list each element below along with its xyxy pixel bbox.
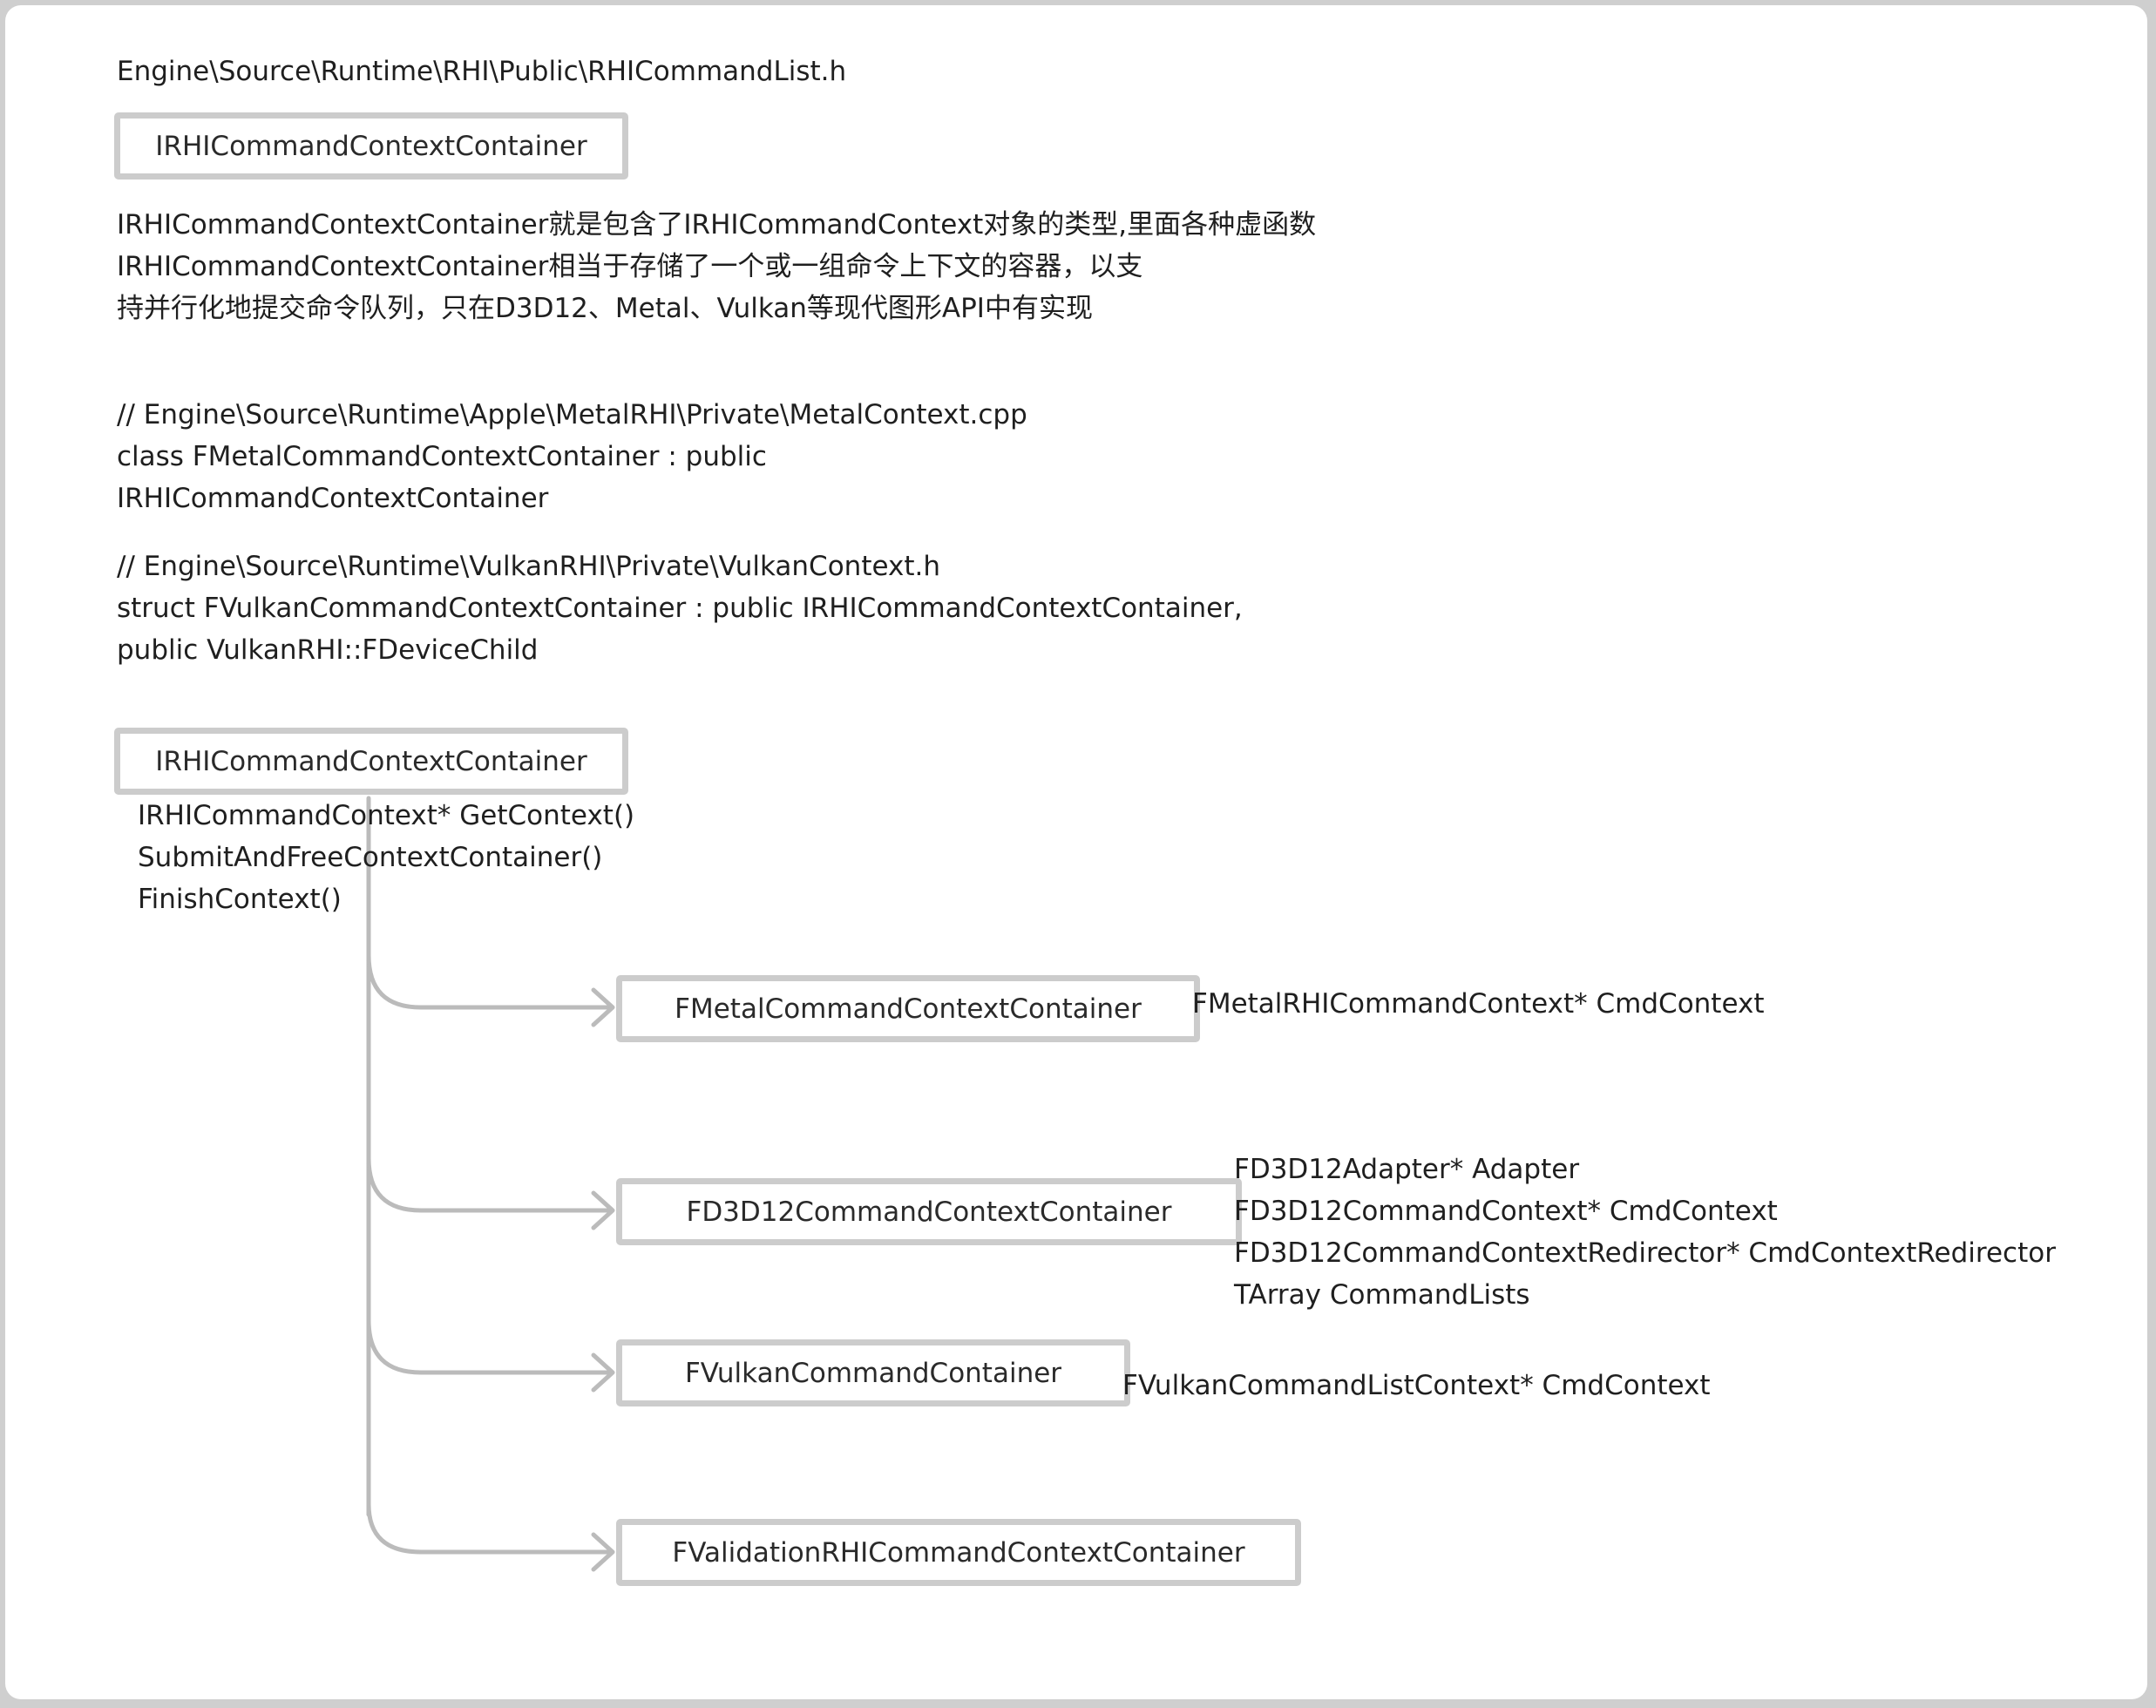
member-line: FMetalRHICommandContext* CmdContext [1192,988,1765,1020]
method-line: FinishContext() [138,884,342,915]
code-line: // Engine\Source\Runtime\Apple\MetalRHI\… [117,399,1027,430]
code-snippet-vulkan: // Engine\Source\Runtime\VulkanRHI\Priva… [117,546,1243,671]
derived-class-box-metal: FMetalCommandContextContainer [616,975,1200,1042]
connector-metal [366,952,614,1010]
connector-d3d12 [366,1156,614,1213]
member-list-vulkan: FVulkanCommandListContext* CmdContext [1122,1365,1711,1406]
code-line: public VulkanRHI::FDeviceChild [117,634,539,666]
code-line: class FMetalCommandContextContainer : pu… [117,441,767,472]
member-line: FD3D12CommandContextRedirector* CmdConte… [1234,1237,2056,1269]
derived-class-box-validation: FValidationRHICommandContextContainer [616,1519,1301,1586]
canvas: Engine\Source\Runtime\RHI\Public\RHIComm… [5,5,2147,1699]
base-class-box: IRHICommandContextContainer [114,728,628,795]
connector-validation [366,1501,614,1555]
description-line: IRHICommandContextContainer就是包含了IRHIComm… [117,209,1317,241]
method-line: IRHICommandContext* GetContext() [138,800,635,831]
inheritance-connectors [366,796,615,1572]
arrowhead-validation [591,1532,615,1572]
code-line: // Engine\Source\Runtime\VulkanRHI\Priva… [117,551,941,582]
member-list-metal: FMetalRHICommandContext* CmdContext [1192,983,1765,1025]
arrowhead-vulkan [591,1352,615,1393]
code-snippet-metal: // Engine\Source\Runtime\Apple\MetalRHI\… [117,394,1027,519]
member-line: TArray CommandLists [1234,1279,1530,1311]
file-path-label: Engine\Source\Runtime\RHI\Public\RHIComm… [117,56,847,87]
method-line: SubmitAndFreeContextContainer() [138,842,603,873]
member-line: FD3D12CommandContext* CmdContext [1234,1196,1778,1227]
derived-class-box-d3d12: FD3D12CommandContextContainer [616,1178,1242,1245]
description-line: IRHICommandContextContainer相当于存储了一个或一组命令… [117,251,1143,282]
base-class-methods: IRHICommandContext* GetContext() SubmitA… [138,795,634,920]
arrowhead-metal [591,987,615,1027]
connector-vulkan [366,1318,614,1375]
top-class-box: IRHICommandContextContainer [114,112,628,180]
code-line: IRHICommandContextContainer [117,483,549,514]
description: IRHICommandContextContainer就是包含了IRHIComm… [117,204,1316,329]
derived-class-box-vulkan: FVulkanCommandContainer [616,1339,1130,1406]
description-line: 持并行化地提交命令队列，只在D3D12、Metal、Vulkan等现代图形API… [117,293,1093,324]
member-line: FD3D12Adapter* Adapter [1234,1154,1580,1185]
code-line: struct FVulkanCommandContextContainer : … [117,593,1243,624]
arrowhead-d3d12 [591,1190,615,1230]
member-list-d3d12: FD3D12Adapter* Adapter FD3D12CommandCont… [1234,1149,2056,1316]
member-line: FVulkanCommandListContext* CmdContext [1122,1370,1711,1401]
